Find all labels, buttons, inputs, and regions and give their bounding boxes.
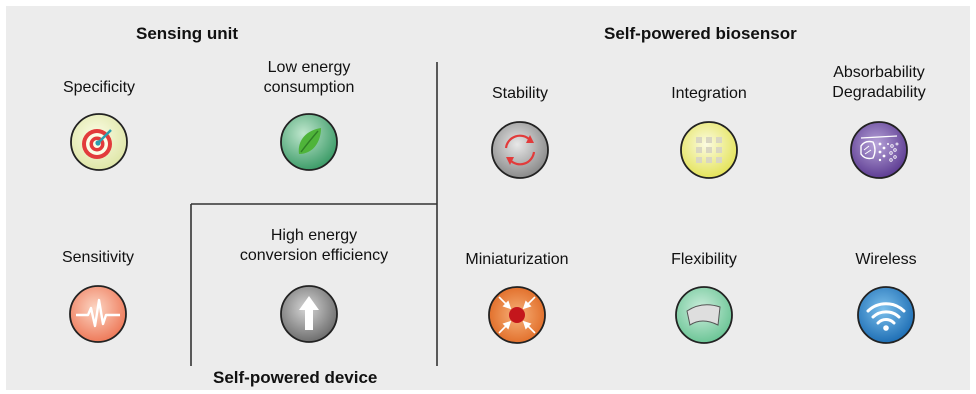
leaf-icon bbox=[279, 112, 339, 172]
grid-icon bbox=[679, 120, 739, 180]
heading-self-powered-device: Self-powered device bbox=[213, 368, 378, 387]
target-icon bbox=[69, 112, 129, 172]
label-high-energy-conversion: High energy conversion efficiency bbox=[239, 227, 389, 264]
divider-lines bbox=[190, 62, 438, 366]
label-sensitivity: Sensitivity bbox=[61, 249, 135, 266]
arrow-up-icon bbox=[279, 284, 339, 344]
dissolving-icon bbox=[849, 120, 909, 180]
heading-sensing-unit: Sensing unit bbox=[136, 24, 238, 43]
label-integration: Integration bbox=[671, 85, 747, 102]
label-miniaturization: Miniaturization bbox=[465, 251, 569, 268]
label-absorbability-degradability: Absorbability Degradability bbox=[832, 64, 926, 101]
label-wireless: Wireless bbox=[855, 251, 917, 268]
curved-sheet-icon bbox=[674, 285, 734, 345]
label-specificity: Specificity bbox=[62, 79, 136, 96]
label-low-energy-consumption: Low energy consumption bbox=[263, 59, 355, 96]
wifi-icon bbox=[856, 285, 916, 345]
diagram-panel: Sensing unit Self-powered biosensor Self… bbox=[6, 6, 970, 390]
shrink-arrows-icon bbox=[487, 285, 547, 345]
heading-self-powered-biosensor: Self-powered biosensor bbox=[604, 24, 797, 43]
pulse-icon bbox=[68, 284, 128, 344]
label-flexibility: Flexibility bbox=[671, 251, 737, 268]
label-stability: Stability bbox=[491, 85, 549, 102]
cycle-arrows-icon bbox=[490, 120, 550, 180]
